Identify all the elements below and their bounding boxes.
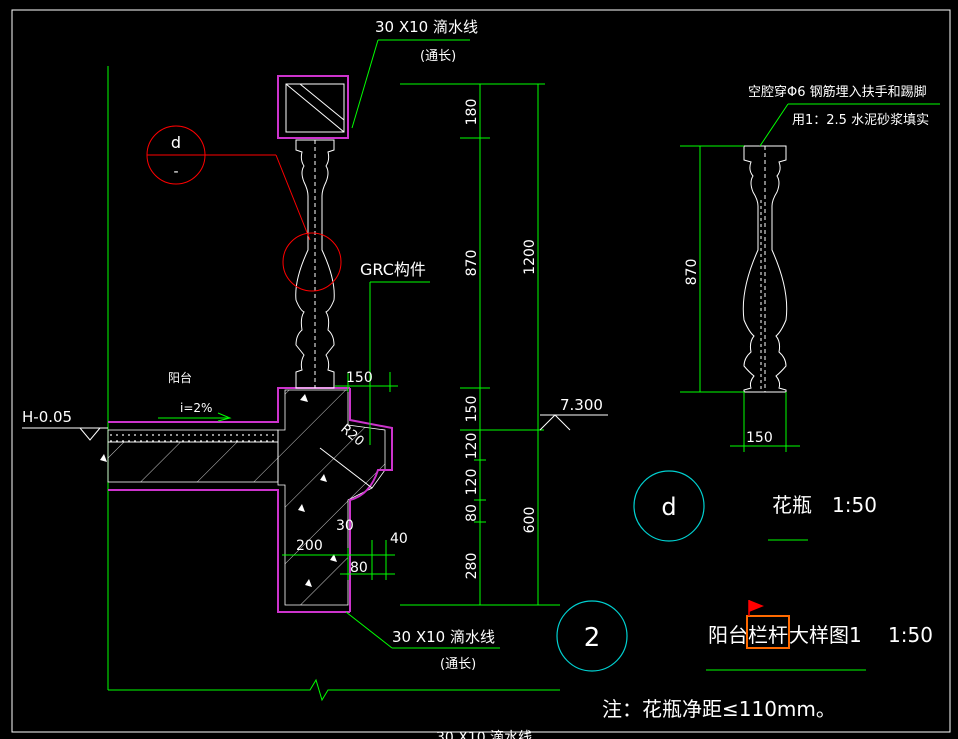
detail-circle-2 [556,600,628,672]
level-label: 7.300 [560,396,603,414]
detail-title-highlight-box [746,615,790,649]
top-drip-label: 30 X10 滴水线 [375,18,478,36]
handrail [285,83,345,133]
flag-icon [748,600,764,616]
viewport-border [11,9,951,733]
vase-dims [680,145,800,452]
bottom-drip-label: 30 X10 滴水线 [392,628,495,646]
grc-component [277,75,393,612]
level-marker [539,414,608,431]
vase-scale: 1:50 [832,493,877,517]
baluster-section [295,139,335,389]
dim-200: 200 [296,538,323,554]
dim-chain-right [400,83,560,606]
dim-120a: 120 [464,433,480,460]
dim-slab-top-label: 150 [346,370,373,386]
detail-title-2: 大样图1 [789,623,862,647]
vase-circle-letter: d [661,493,676,521]
slope-arrow [158,412,232,422]
drip-cut-label: 30 X10 滴水线 [436,729,532,739]
note-main: 注：花瓶净距≤110mm。 [602,697,836,721]
dim-slab-top [335,372,398,392]
red-callout [146,125,342,292]
detail-title-highlight: 栏杆 [748,623,788,647]
red-callout-letter: d [171,133,181,152]
vase-height: 870 [684,259,700,286]
slope-label: i=2% [180,401,212,415]
vase-note-1: 空腔穿Φ6 钢筋埋入扶手和踢脚 [748,84,927,100]
balcony-label: 阳台 [168,370,192,385]
red-callout-dash: - [173,164,178,180]
dim-150: 150 [464,396,480,423]
h-level-label: H-0.05 [22,408,72,426]
vase-note-2: 用1：2.5 水泥砂浆填实 [792,113,929,128]
bottom-drip-sub: (通长) [440,657,476,672]
break-line [107,66,560,702]
dim-120b: 120 [464,469,480,496]
vase-title: 花瓶 [772,493,812,517]
bottom-drip-leader [345,611,500,649]
dim-870: 870 [464,250,480,277]
dim-80b: 80 [350,560,368,576]
dim-80: 80 [464,504,480,522]
grc-leader [369,281,430,445]
grc-label: GRC构件 [360,260,426,279]
dim-30: 30 [336,518,354,534]
top-drip-leader [351,39,470,129]
h-level-marker [22,427,108,441]
vase-width: 150 [746,430,773,446]
detail-number: 2 [584,623,601,653]
detail-title-1: 阳台 [708,623,748,647]
vase-circle-d [633,470,705,542]
dim-1200: 1200 [522,239,538,275]
detail-scale: 1:50 [888,623,933,647]
dim-600: 600 [522,507,538,534]
bottom-dims [282,540,395,580]
dim-280: 280 [464,553,480,580]
dim-180: 180 [464,99,480,126]
vase-leader [759,103,940,147]
dim-40: 40 [390,531,408,547]
radius-marker [319,447,373,489]
top-drip-sub: (通长) [420,49,456,64]
vase-detail [742,145,788,393]
